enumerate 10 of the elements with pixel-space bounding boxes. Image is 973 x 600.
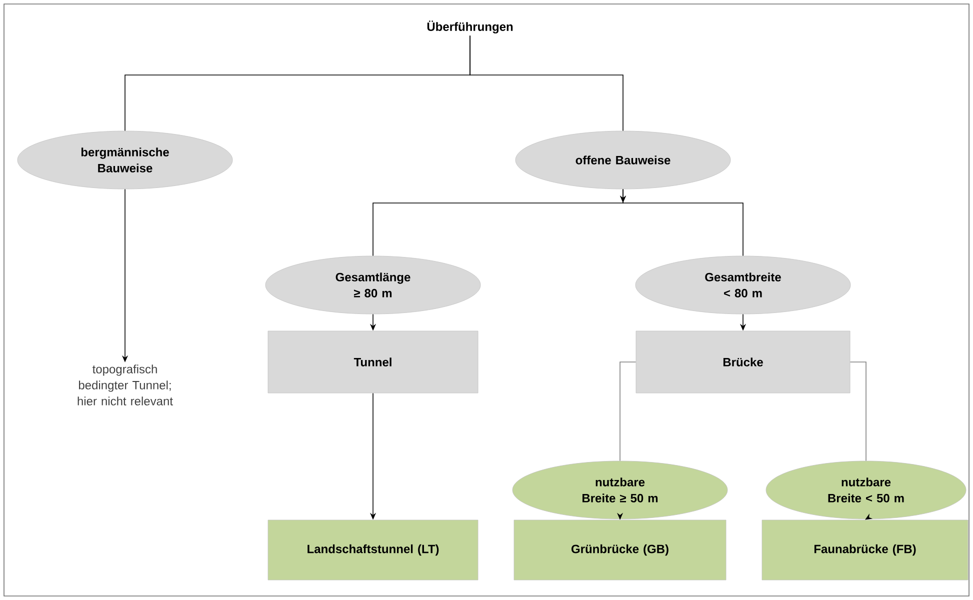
result-box: Faunabrücke (FB) (762, 520, 968, 580)
connector (620, 362, 636, 462)
connector (470, 35, 624, 132)
type-box: Tunnel (268, 330, 478, 394)
result-box: Grünbrücke (GB) (514, 520, 726, 580)
connector (850, 362, 866, 462)
heading-text: Überführungen (427, 20, 513, 34)
type-box: Brücke (636, 330, 850, 394)
note-text: topografisch bedingter Tunnel; hier nicht relevant (78, 364, 173, 406)
result-box: Landschaftstunnel (LT) (268, 520, 478, 580)
